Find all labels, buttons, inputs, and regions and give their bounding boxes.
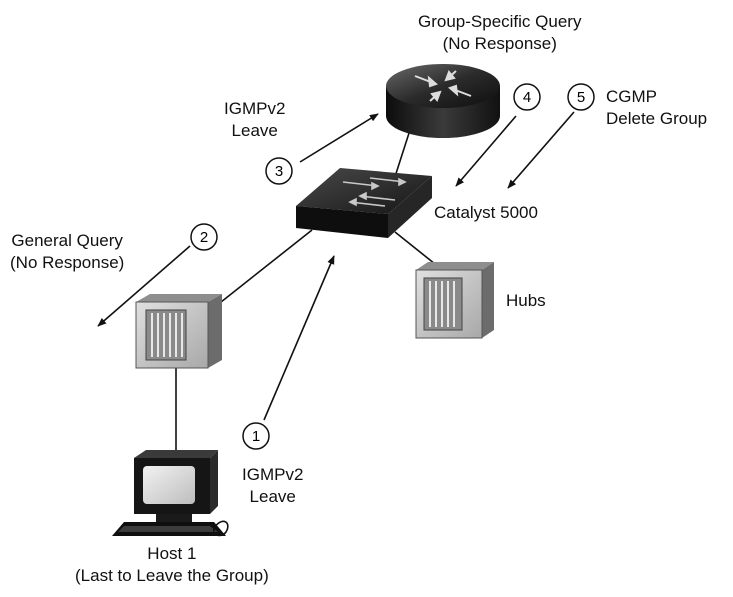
router-query-label: Group-Specific Query (No Response) bbox=[418, 11, 581, 55]
leave-1-line1: IGMPv2 bbox=[242, 465, 304, 484]
arrow-step-2 bbox=[97, 245, 191, 327]
switch-icon bbox=[296, 168, 432, 238]
step-2-number: 2 bbox=[200, 229, 208, 246]
leave-3-line1: IGMPv2 bbox=[224, 99, 286, 118]
hub-icon bbox=[415, 262, 494, 339]
general-query-line2: (No Response) bbox=[10, 253, 125, 272]
arrow-step-1 bbox=[263, 255, 335, 421]
arrow-step-3 bbox=[299, 113, 379, 163]
host-line1: Host 1 bbox=[147, 544, 197, 563]
workstation-icon bbox=[112, 450, 229, 537]
host-line2: (Last to Leave the Group) bbox=[75, 566, 269, 585]
step-5-number: 5 bbox=[577, 89, 585, 106]
connections bbox=[175, 129, 441, 458]
router-query-line2: (No Response) bbox=[442, 34, 557, 53]
router-query-line1: Group-Specific Query bbox=[418, 12, 582, 31]
step-1-number: 1 bbox=[252, 428, 260, 445]
step-3-badge: 3 bbox=[265, 157, 293, 185]
arrows bbox=[97, 111, 575, 421]
cgmp-label: CGMP Delete Group bbox=[606, 86, 707, 130]
host-label: Host 1 (Last to Leave the Group) bbox=[75, 543, 269, 587]
step-2-badge: 2 bbox=[190, 223, 218, 251]
leave-1-line2: Leave bbox=[249, 487, 296, 506]
step-markers: 1 2 3 4 5 bbox=[190, 83, 595, 450]
step-1-badge: 1 bbox=[242, 422, 270, 450]
leave-3-line2: Leave bbox=[231, 121, 278, 140]
hub-icon bbox=[135, 294, 222, 369]
hubs-label: Hubs bbox=[506, 290, 546, 312]
leave-3-label: IGMPv2 Leave bbox=[224, 98, 285, 142]
link-switch-hub-left bbox=[215, 229, 313, 307]
arrow-step-4 bbox=[455, 115, 517, 187]
arrow-step-5 bbox=[507, 111, 575, 189]
switch-name-label: Catalyst 5000 bbox=[434, 202, 538, 224]
hubs-text: Hubs bbox=[506, 291, 546, 310]
step-5-badge: 5 bbox=[567, 83, 595, 111]
leave-1-label: IGMPv2 Leave bbox=[242, 464, 303, 508]
step-4-badge: 4 bbox=[513, 83, 541, 111]
cgmp-line2: Delete Group bbox=[606, 109, 708, 128]
switch-name: Catalyst 5000 bbox=[434, 203, 538, 222]
router-icon bbox=[386, 64, 500, 138]
step-3-number: 3 bbox=[275, 163, 283, 180]
step-4-number: 4 bbox=[523, 89, 531, 106]
general-query-line1: General Query bbox=[11, 231, 123, 250]
cgmp-line1: CGMP bbox=[606, 87, 657, 106]
general-query-label: General Query (No Response) bbox=[10, 230, 124, 274]
